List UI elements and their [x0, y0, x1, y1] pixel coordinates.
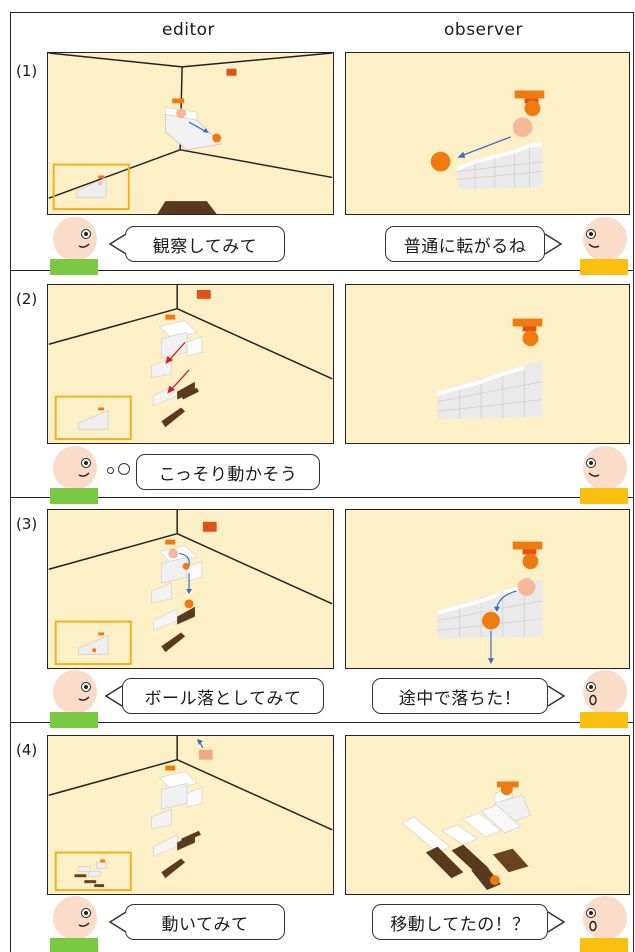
observer-scene — [437, 318, 543, 420]
bubble-tail — [547, 911, 566, 933]
row-label: (2) — [16, 290, 38, 308]
speech-text: ボール落としてみて — [144, 688, 302, 709]
observer-scene — [437, 541, 543, 665]
row-label: (3) — [16, 515, 38, 533]
observer-panel — [345, 735, 630, 895]
observer-character — [580, 446, 630, 504]
observer-speech-bubble: 移動してたの！？ — [372, 904, 548, 940]
bubble-tail — [108, 911, 127, 933]
mouth-icon — [588, 243, 600, 248]
observer-face — [583, 670, 627, 714]
mouth-icon — [78, 472, 90, 477]
observer-face — [583, 896, 627, 940]
editor-panel — [47, 509, 334, 669]
mouth-icon — [78, 696, 90, 701]
observer-panel — [345, 52, 630, 215]
mouth-icon — [588, 472, 600, 477]
speech-text: こっそり動かそう — [158, 464, 298, 485]
observer-character — [580, 217, 630, 275]
bubble-tail — [544, 233, 563, 255]
row-divider — [10, 497, 634, 498]
observer-panel — [345, 284, 630, 444]
eye-icon — [81, 908, 91, 918]
editor-panel — [47, 284, 334, 444]
editor-character — [50, 896, 100, 952]
mouth-icon — [589, 920, 597, 932]
bubble-tail — [108, 233, 127, 255]
observer-face — [583, 446, 627, 490]
thought-dot-large — [118, 463, 130, 475]
eye-icon — [586, 682, 596, 692]
row-label: (4) — [16, 741, 38, 759]
observer-panel — [345, 509, 630, 669]
editor-body — [50, 712, 98, 728]
eye-icon — [586, 908, 596, 918]
editor-panel — [47, 735, 334, 895]
editor-face — [53, 446, 97, 490]
speech-text: 普通に転がるね — [403, 236, 527, 257]
mouth-icon — [589, 694, 597, 706]
editor-body — [50, 938, 98, 952]
editor-body — [50, 259, 98, 275]
speech-text: 観察してみて — [152, 236, 258, 257]
mouth-icon — [78, 922, 90, 927]
editor-scene — [48, 285, 333, 441]
editor-scene — [48, 53, 333, 214]
editor-scene — [48, 736, 333, 892]
editor-character — [50, 217, 100, 275]
row-label: (1) — [16, 62, 38, 80]
bubble-tail — [547, 685, 566, 707]
speech-text: 移動してたの！？ — [390, 914, 530, 935]
editor-thought-bubble: こっそり動かそう — [136, 454, 320, 490]
editor-body — [50, 488, 98, 504]
observer-scene — [430, 90, 545, 190]
observer-body — [580, 712, 628, 728]
eye-icon — [81, 682, 91, 692]
observer-character — [580, 896, 630, 952]
speech-text: 途中で落ちた！ — [398, 688, 522, 709]
eye-icon — [586, 229, 596, 239]
observer-scene — [401, 781, 531, 891]
observer-speech-bubble: 途中で落ちた！ — [372, 678, 548, 714]
observer-header: observer — [444, 20, 524, 40]
editor-scene — [48, 510, 333, 666]
observer-character — [580, 670, 630, 728]
observer-face — [583, 217, 627, 261]
bubble-tail — [104, 685, 123, 707]
eye-icon — [81, 458, 91, 468]
editor-speech-bubble: ボール落としてみて — [122, 678, 324, 714]
editor-panel — [47, 52, 334, 215]
editor-header: editor — [162, 20, 216, 40]
figure-frame — [10, 12, 634, 952]
eye-icon — [586, 458, 596, 468]
mouth-icon — [78, 243, 90, 248]
editor-character — [50, 446, 100, 504]
row-divider — [10, 270, 634, 271]
speech-text: 動いてみて — [161, 914, 249, 935]
observer-body — [580, 938, 628, 952]
editor-character — [50, 670, 100, 728]
observer-body — [580, 488, 628, 504]
editor-face — [53, 217, 97, 261]
thought-dot-small — [107, 467, 114, 474]
eye-icon — [81, 229, 91, 239]
row-divider — [10, 722, 634, 723]
editor-speech-bubble: 動いてみて — [125, 904, 285, 940]
editor-speech-bubble: 観察してみて — [125, 226, 285, 262]
observer-speech-bubble: 普通に転がるね — [385, 226, 545, 262]
editor-face — [53, 896, 97, 940]
observer-body — [580, 259, 628, 275]
editor-face — [53, 670, 97, 714]
